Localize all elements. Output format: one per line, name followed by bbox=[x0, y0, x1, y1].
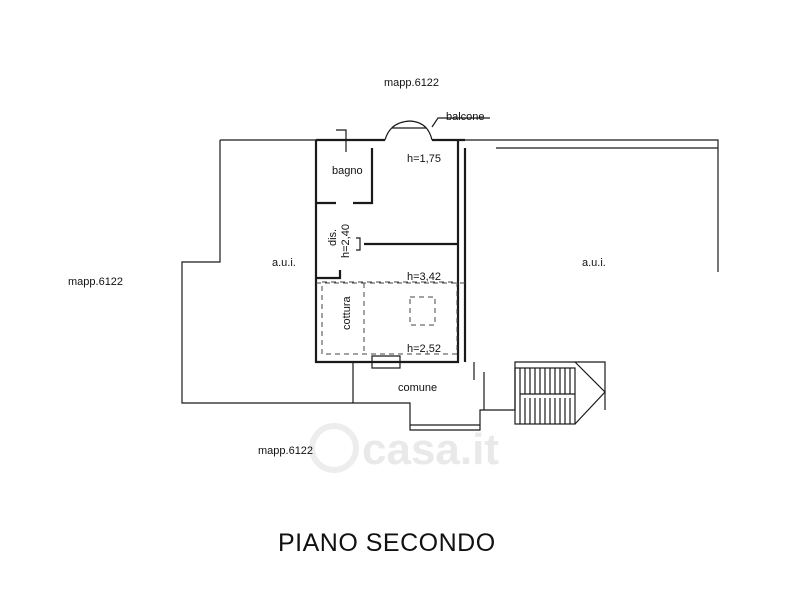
cooking-area-dashed bbox=[321, 281, 458, 355]
apartment-walls bbox=[314, 138, 467, 364]
aui-right-label: a.u.i. bbox=[582, 257, 606, 269]
comune-area bbox=[352, 362, 485, 426]
comune-label: comune bbox=[398, 382, 437, 394]
bagno-label: bagno bbox=[332, 165, 363, 177]
living-height-label: h=3,42 bbox=[407, 271, 441, 283]
left-parcel-label: mapp.6122 bbox=[68, 276, 123, 288]
dis-height-label: h=2,40 bbox=[340, 224, 352, 258]
bagno-height-label: h=1,75 bbox=[407, 153, 441, 165]
bottom-parcel-label: mapp.6122 bbox=[258, 445, 313, 457]
aui-left-label: a.u.i. bbox=[272, 257, 296, 269]
lower-height-label: h=2,52 bbox=[407, 343, 441, 355]
watermark: casa.it bbox=[309, 423, 499, 474]
watermark-text: casa.it bbox=[362, 425, 499, 474]
dis-label: dis. bbox=[327, 229, 339, 246]
door-marks bbox=[322, 129, 401, 369]
plan-title: PIANO SECONDO bbox=[278, 529, 496, 557]
top-parcel-label: mapp.6122 bbox=[384, 77, 439, 89]
left-unit-outline bbox=[181, 139, 606, 431]
balcony bbox=[384, 117, 490, 141]
watermark-logo-icon bbox=[309, 423, 359, 473]
cottura-label: cottura bbox=[341, 295, 353, 330]
skylight bbox=[409, 296, 436, 326]
balcone-label: balcone bbox=[446, 111, 485, 123]
staircase bbox=[514, 361, 606, 425]
right-unit-outline bbox=[465, 139, 719, 272]
